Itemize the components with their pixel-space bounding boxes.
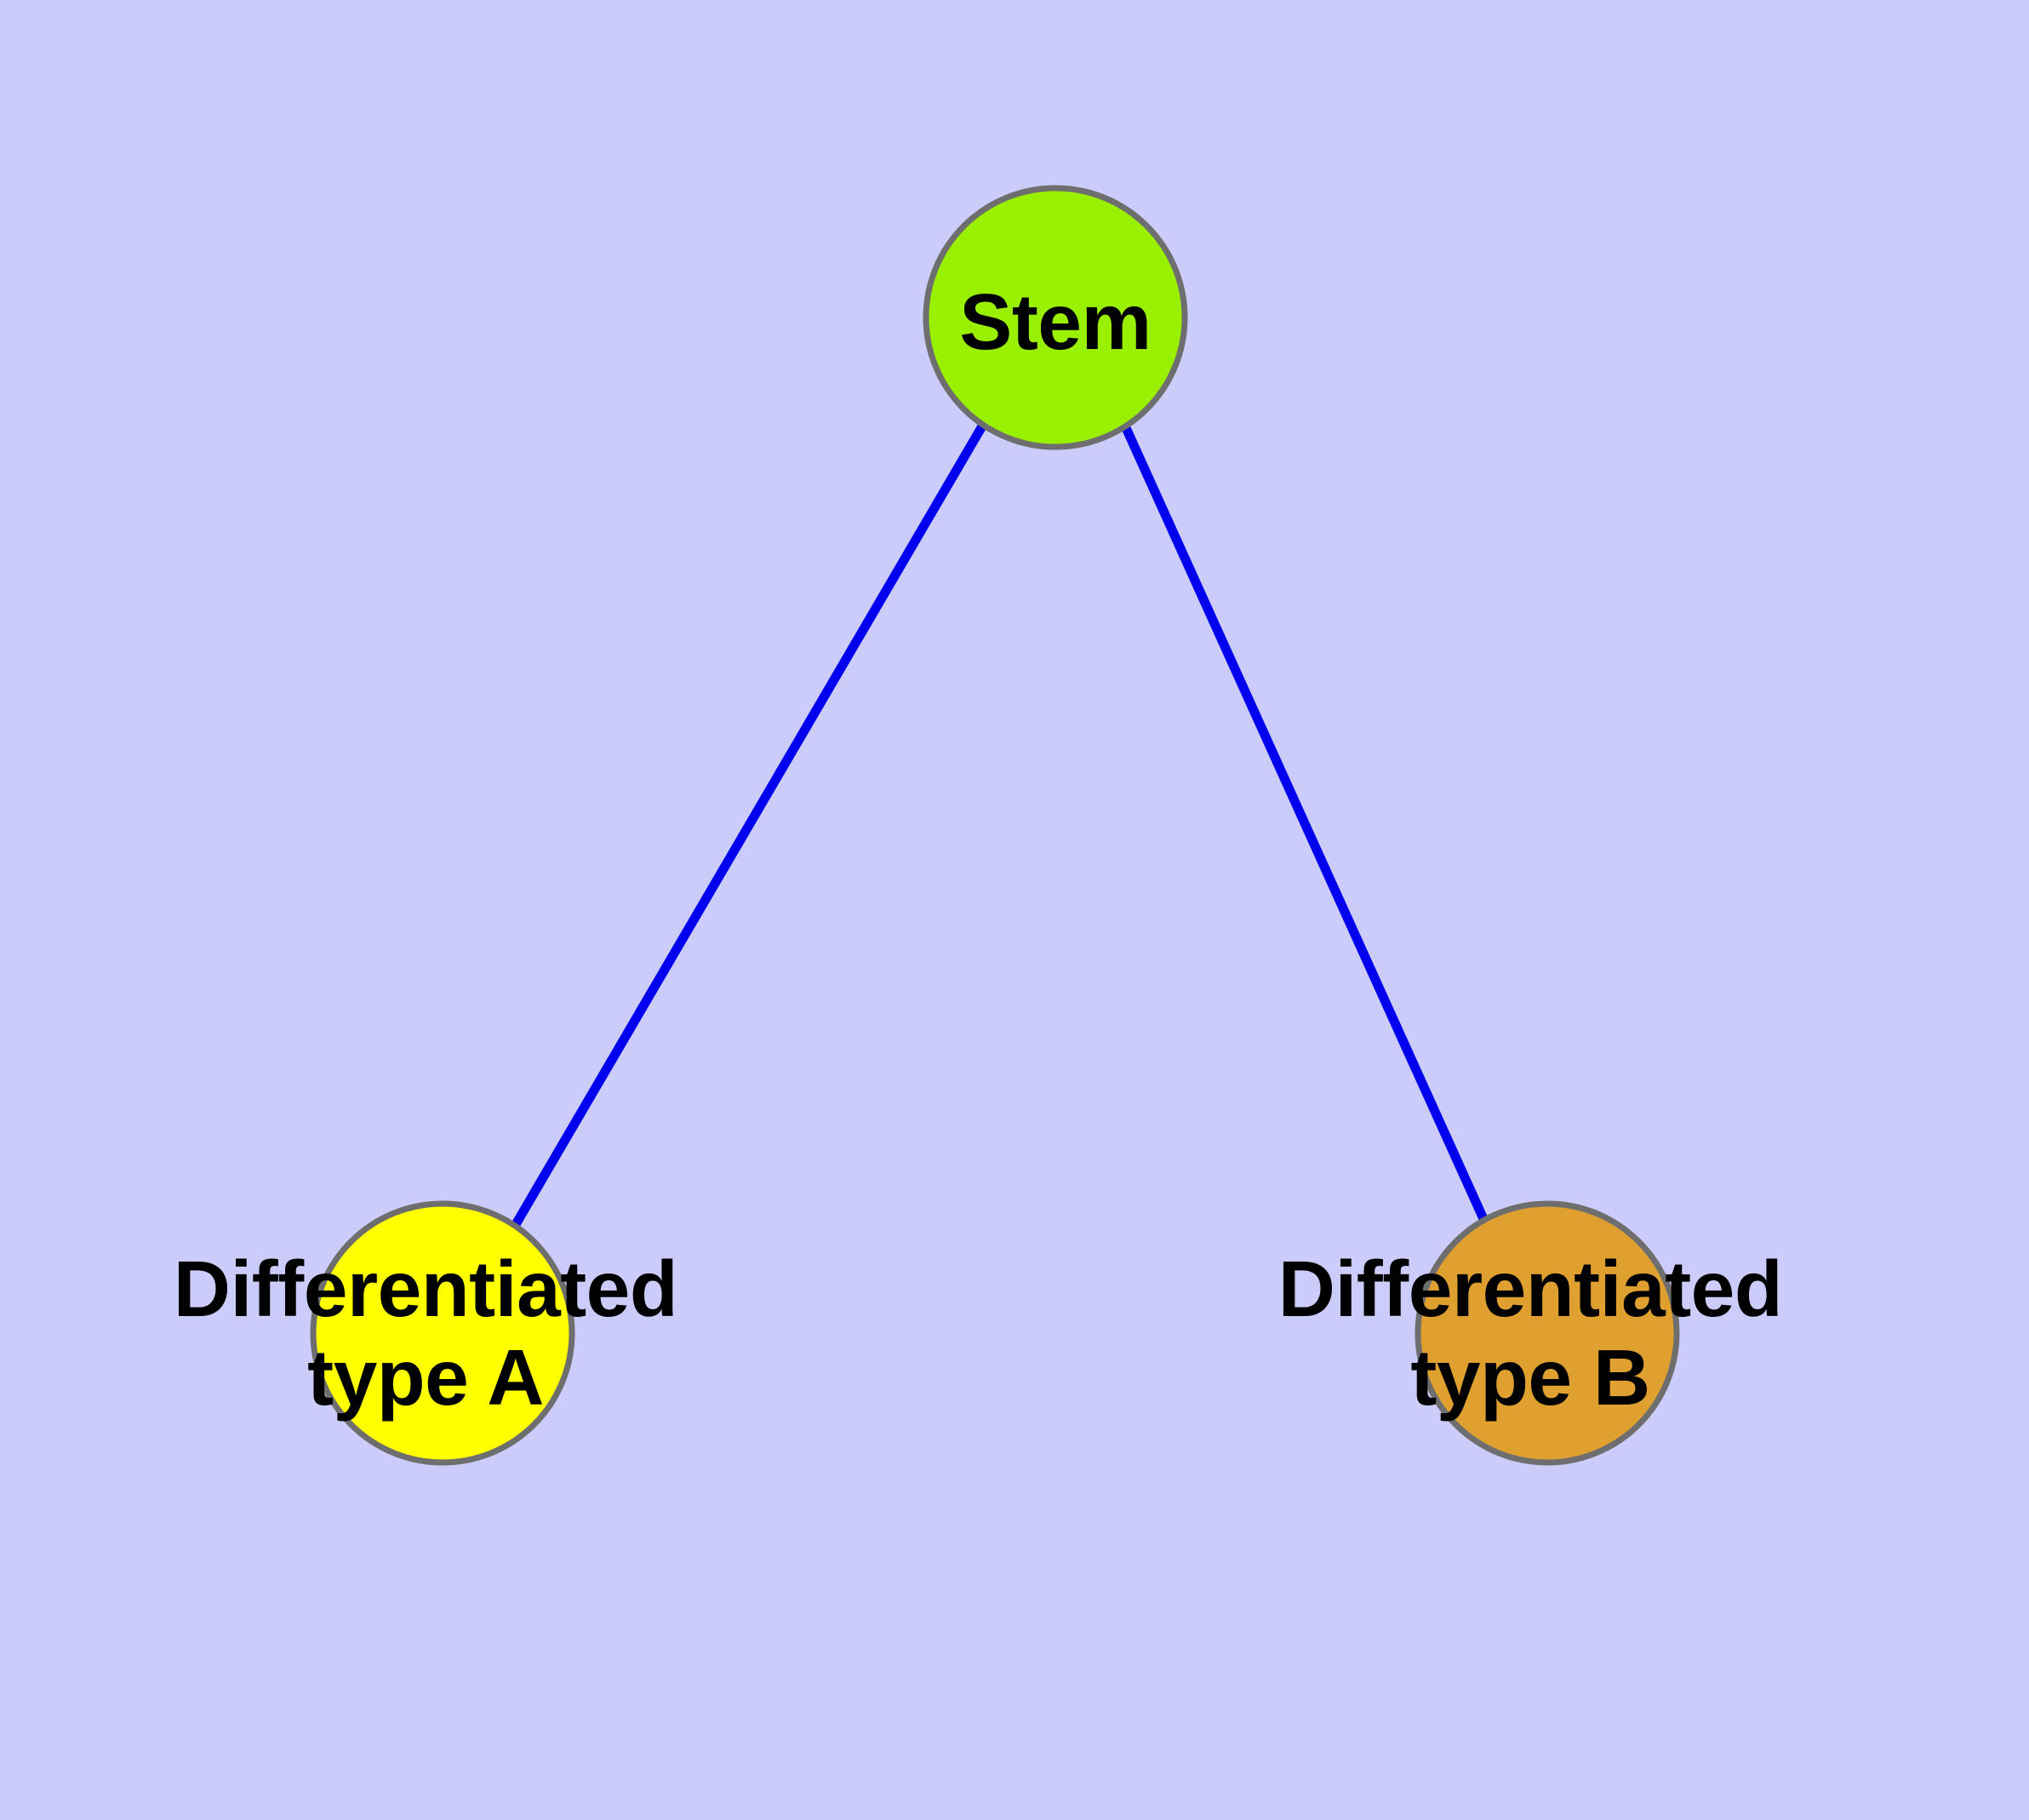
node-differentiated-type-a[interactable]: [310, 1200, 575, 1466]
edge-layer: [511, 420, 1489, 1228]
node-stem[interactable]: [923, 185, 1188, 450]
edge-stem-to-differentiated-type-b[interactable]: [1118, 420, 1489, 1223]
edge-stem-to-differentiated-type-a[interactable]: [511, 422, 987, 1228]
node-differentiated-type-b[interactable]: [1415, 1200, 1680, 1466]
node-layer: [310, 185, 1680, 1466]
